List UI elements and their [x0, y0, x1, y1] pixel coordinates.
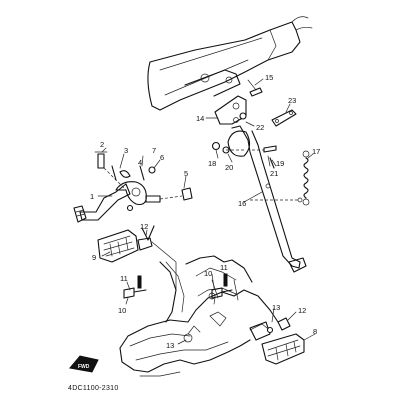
callout-22: 22 — [256, 123, 264, 132]
callout-4: 4 — [138, 158, 142, 167]
callout-11-right: 11 — [220, 263, 228, 272]
callout-9: 9 — [92, 253, 96, 262]
right-footrest — [249, 317, 305, 365]
callout-1: 1 — [90, 192, 94, 201]
sidestand-bracket — [214, 95, 247, 125]
callout-12-left: 12 — [140, 222, 148, 231]
callout-11-left: 11 — [120, 274, 128, 283]
leader-lines — [97, 78, 316, 345]
callout-19: 19 — [276, 159, 284, 168]
callout-5: 5 — [184, 169, 188, 178]
callout-12-right: 12 — [298, 306, 306, 315]
callout-2: 2 — [100, 140, 104, 149]
callout-21: 21 — [270, 169, 278, 178]
fwd-label: FWD — [78, 364, 90, 370]
callout-17: 17 — [312, 147, 320, 156]
sidestand — [227, 125, 307, 273]
callout-18: 18 — [208, 159, 216, 168]
callout-23: 23 — [288, 96, 296, 105]
callout-16: 16 — [238, 199, 246, 208]
callout-10-right: 10 — [204, 269, 212, 278]
callout-20: 20 — [225, 163, 233, 172]
callout-labels: 15 23 14 22 17 18 20 19 21 16 2 3 7 6 4 … — [90, 73, 320, 350]
pedal-hardware — [94, 151, 193, 212]
spring-hook-plate — [271, 109, 297, 127]
sidestand-spring — [302, 150, 310, 206]
callout-3: 3 — [124, 146, 128, 155]
figure-code: 4DC1100-2310 — [68, 385, 119, 392]
callout-13-right: 13 — [272, 303, 280, 312]
lower-frame — [119, 255, 279, 377]
callout-13-left: 13 — [166, 341, 174, 350]
left-footrest — [97, 225, 177, 291]
footrest-bolts — [123, 273, 233, 299]
frame-rail — [147, 16, 313, 111]
callout-7: 7 — [152, 146, 156, 155]
pivot-hardware — [211, 79, 303, 203]
callout-15: 15 — [265, 73, 273, 82]
callout-6: 6 — [160, 153, 164, 162]
fwd-arrow-icon: FWD — [69, 355, 99, 373]
callout-8: 8 — [313, 327, 317, 336]
brake-pedal — [73, 181, 147, 223]
callout-10-left: 10 — [118, 306, 126, 315]
callout-14: 14 — [196, 114, 204, 123]
